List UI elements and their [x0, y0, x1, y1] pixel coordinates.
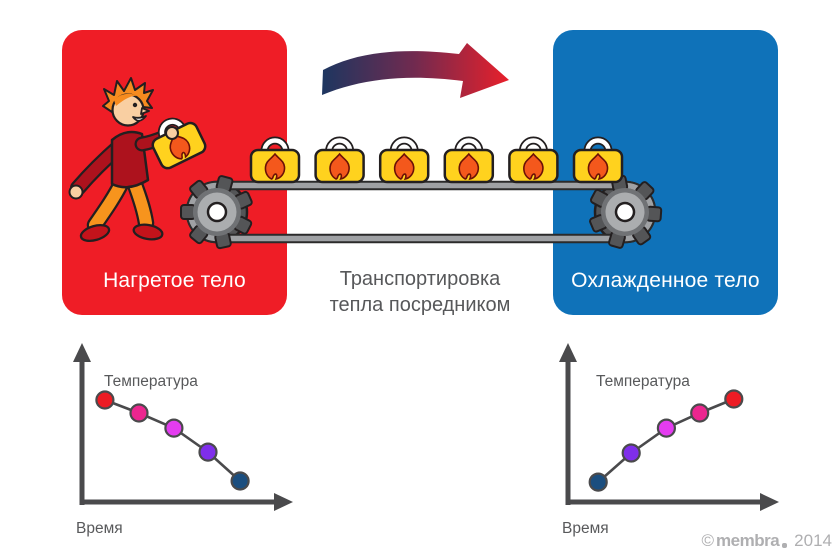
x-axis-label: Время — [76, 520, 123, 537]
shoe — [132, 223, 164, 241]
data-point — [724, 389, 744, 409]
caption-line-1: Транспортировка — [339, 268, 501, 290]
data-point — [656, 418, 677, 438]
watermark-year: 2014 — [794, 531, 832, 550]
heat-bag-icon — [509, 141, 557, 183]
data-point — [95, 390, 115, 410]
y-axis-arrow-icon — [559, 343, 577, 362]
data-point — [621, 443, 641, 463]
temperature-chart-hot: Температура Время — [73, 343, 293, 537]
copyright-symbol: © — [701, 531, 715, 550]
x-axis-arrow-icon — [274, 493, 293, 511]
eye — [132, 102, 138, 108]
heat-bag-icon — [316, 141, 364, 183]
nose — [140, 107, 150, 115]
y-axis-label: Температура — [104, 373, 198, 390]
fist — [68, 184, 84, 200]
heat-bag-icon — [574, 141, 622, 183]
heat-bag-icon — [380, 141, 428, 183]
mouth — [132, 115, 147, 122]
data-point — [690, 403, 710, 423]
data-point — [164, 418, 184, 438]
data-point — [129, 403, 149, 423]
person-carrying-heat — [68, 77, 222, 242]
heat-bag-icon — [445, 141, 493, 183]
hot-body-label: Нагретое тело — [103, 269, 246, 292]
y-axis-arrow-icon — [73, 343, 91, 362]
x-axis-arrow-icon — [760, 493, 779, 511]
conveyor-belt — [185, 180, 657, 244]
data-point — [198, 442, 218, 462]
data-points — [95, 390, 250, 491]
x-axis-label: Время — [562, 520, 609, 537]
brand-dot-icon — [782, 543, 788, 548]
conveyor — [179, 120, 675, 255]
conveyor-caption: Транспортировка тепла посредником — [287, 266, 553, 318]
cold-body-label: Охлажденное тело — [571, 269, 760, 292]
data-point — [588, 472, 608, 492]
head — [102, 77, 154, 127]
data-points — [588, 389, 744, 492]
data-point — [230, 471, 250, 491]
bags-row — [251, 141, 622, 183]
brand-logo: membra — [716, 531, 780, 550]
hand — [165, 126, 179, 140]
y-axis-label: Температура — [596, 373, 690, 390]
caption-line-2: тепла посредником — [329, 294, 511, 316]
watermark: ©membra 2014 — [702, 531, 833, 551]
temperature-chart-cold: Температура Время — [559, 343, 779, 537]
heat-bag-icon — [251, 141, 299, 183]
shoe — [79, 224, 111, 242]
heat-flow-arrow-icon — [322, 43, 509, 98]
